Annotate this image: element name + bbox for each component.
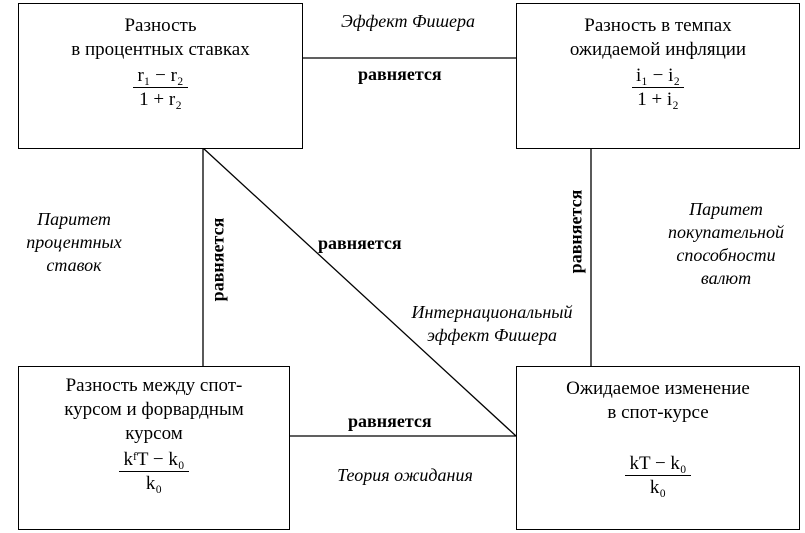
diagonal-connector bbox=[202, 147, 517, 437]
formula-numerator: r₁ − r₂ bbox=[137, 65, 184, 86]
fraction-bar bbox=[119, 471, 189, 472]
box-title-line1: Разность bbox=[124, 15, 197, 36]
formula: kᶠT − k₀ k₀ bbox=[119, 449, 189, 496]
label-line: Паритет bbox=[689, 199, 763, 219]
fraction-bar bbox=[631, 87, 685, 88]
equals-right-label: равняется bbox=[565, 189, 586, 274]
equals-top-label: равняется bbox=[358, 64, 442, 84]
box-title-line1: Ожидаемое изменение bbox=[566, 378, 750, 399]
interest-parity-label: Паритет процентных ставок bbox=[14, 208, 134, 277]
label-line: процентных bbox=[26, 232, 122, 252]
box-title-line1: Разность между спот- bbox=[65, 375, 243, 396]
formula: i₁ − i₂ 1 + i₂ bbox=[631, 65, 685, 112]
formula: kT − k₀ k₀ bbox=[625, 453, 691, 500]
label-line: ставок bbox=[46, 255, 102, 275]
box-title-line3: курсом bbox=[125, 423, 183, 444]
formula-denominator: k₀ bbox=[649, 477, 667, 498]
fraction-bar bbox=[625, 475, 691, 476]
formula-numerator: i₁ − i₂ bbox=[635, 65, 681, 86]
label-line: валют bbox=[700, 268, 752, 288]
ppp-label: Паритет покупательной способности валют bbox=[656, 198, 796, 290]
box-title-line2: в спот-курсе bbox=[607, 402, 709, 423]
box-title-line1: Разность в темпах bbox=[584, 15, 732, 36]
expectations-theory-label: Теория ожидания bbox=[337, 465, 473, 485]
formula: r₁ − r₂ 1 + r₂ bbox=[133, 65, 188, 112]
formula-denominator: 1 + i₂ bbox=[637, 89, 679, 110]
box-title-line2: в процентных ставках bbox=[71, 39, 250, 60]
equals-diagonal-label: равняется bbox=[318, 233, 402, 253]
label-line: эффект Фишера bbox=[427, 325, 557, 345]
inflation-difference-box: Разность в темпах ожидаемой инфляции i₁ … bbox=[516, 3, 800, 149]
label-line: покупательной bbox=[668, 222, 784, 242]
label-line: способности bbox=[676, 245, 776, 265]
fraction-bar bbox=[133, 87, 188, 88]
expected-spot-change-box: Ожидаемое изменение в спот-курсе kT − k₀… bbox=[516, 366, 800, 530]
international-fisher-label: Интернациональный эффект Фишера bbox=[382, 301, 602, 347]
box-title-line2: ожидаемой инфляции bbox=[569, 39, 747, 60]
equals-left-label: равняется bbox=[207, 217, 228, 302]
formula-denominator: 1 + r₂ bbox=[139, 89, 182, 110]
formula-numerator: kT − k₀ bbox=[629, 453, 687, 474]
label-line: Интернациональный bbox=[411, 302, 573, 322]
fisher-effect-label: Эффект Фишера bbox=[340, 11, 476, 31]
box-title-line2: курсом и форвардным bbox=[64, 399, 244, 420]
interest-rate-difference-box: Разность в процентных ставках r₁ − r₂ 1 … bbox=[18, 3, 303, 149]
formula-denominator: k₀ bbox=[145, 473, 163, 494]
formula-numerator: kᶠT − k₀ bbox=[123, 449, 185, 470]
label-line: Паритет bbox=[37, 209, 111, 229]
equals-bottom-label: равняется bbox=[348, 411, 432, 431]
spot-forward-difference-box: Разность между спот- курсом и форвардным… bbox=[18, 366, 290, 530]
